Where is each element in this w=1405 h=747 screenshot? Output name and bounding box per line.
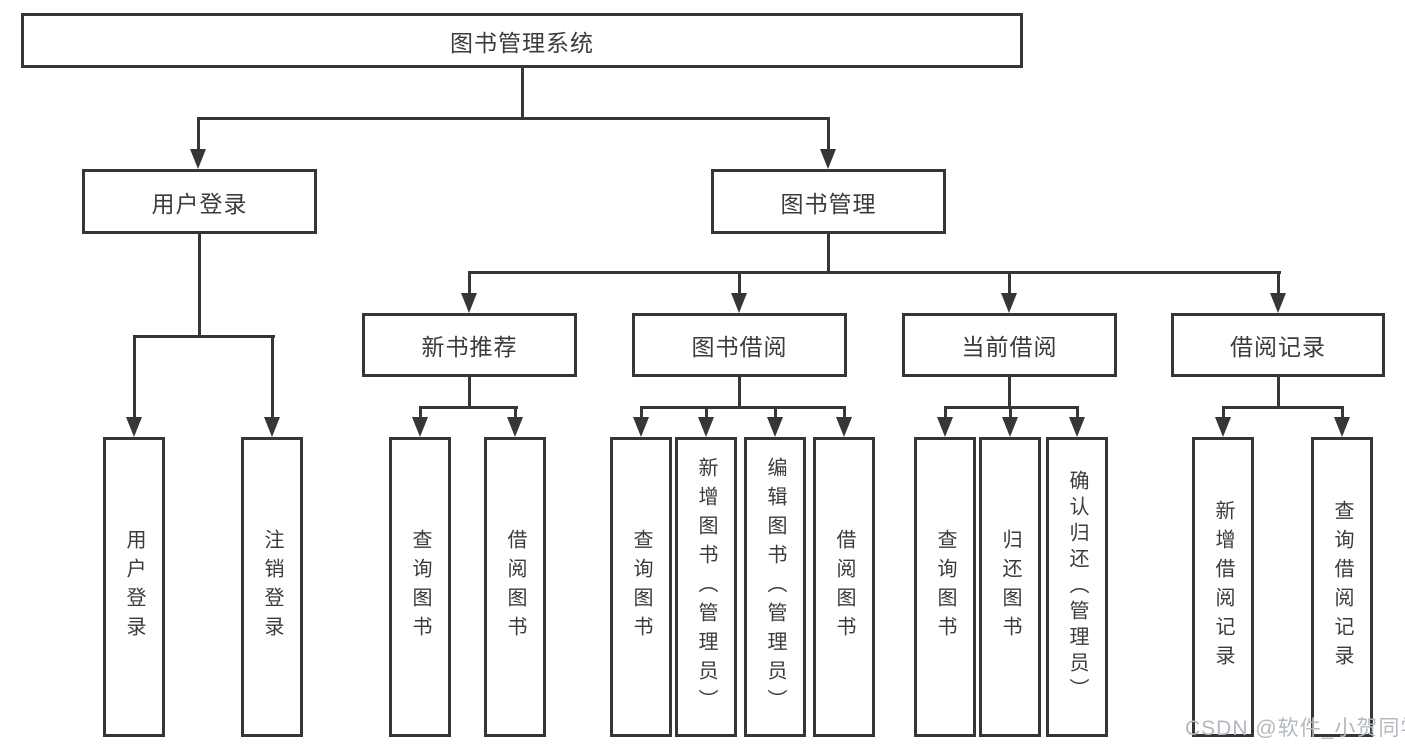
leaf-label: 查询借阅记录 bbox=[1331, 500, 1353, 674]
connector-line bbox=[196, 116, 830, 120]
arrow-down-icon bbox=[507, 417, 523, 437]
connector-line bbox=[826, 116, 830, 153]
connector-line bbox=[826, 232, 830, 274]
connector-line bbox=[1340, 405, 1344, 420]
connector-line bbox=[1276, 375, 1280, 409]
arrow-down-icon bbox=[836, 417, 852, 437]
connector-line bbox=[468, 270, 471, 297]
connector-line bbox=[842, 405, 846, 420]
leaf-current-query: 查询图书 bbox=[914, 437, 976, 737]
arrow-down-icon bbox=[1069, 417, 1085, 437]
leaf-current-confirm-return-admin: 确认归还（管理员） bbox=[1046, 437, 1108, 737]
connector-line bbox=[520, 66, 524, 120]
connector-line bbox=[704, 405, 708, 420]
node-library-management-system: 图书管理系统 bbox=[21, 13, 1023, 68]
arrow-down-icon bbox=[820, 149, 836, 169]
leaf-label: 归还图书 bbox=[999, 529, 1021, 645]
watermark-text: CSDN @软件_小贺同学 bbox=[1185, 717, 1405, 740]
node-label: 图书管理系统 bbox=[450, 29, 594, 56]
arrow-down-icon bbox=[1001, 293, 1017, 313]
leaf-borrow-add-admin: 新增图书（管理员） bbox=[675, 437, 737, 737]
node-label: 新书推荐 bbox=[421, 334, 518, 360]
connector-line bbox=[418, 405, 518, 409]
leaf-label: 新增图书（管理员） bbox=[695, 456, 717, 718]
leaf-new-books-query: 查询图书 bbox=[389, 437, 451, 737]
connector-line bbox=[513, 405, 517, 420]
connector-line bbox=[196, 116, 200, 153]
connector-line bbox=[132, 334, 136, 421]
connector-line bbox=[197, 232, 201, 338]
connector-line bbox=[270, 334, 274, 421]
connector-line bbox=[639, 405, 846, 409]
leaf-label: 借阅图书 bbox=[504, 529, 526, 645]
arrow-down-icon bbox=[1334, 417, 1350, 437]
leaf-label: 查询图书 bbox=[630, 529, 652, 645]
leaf-borrow-borrow: 借阅图书 bbox=[813, 437, 875, 737]
arrow-down-icon bbox=[1002, 417, 1018, 437]
leaf-records-add: 新增借阅记录 bbox=[1192, 437, 1254, 737]
arrow-down-icon bbox=[126, 417, 142, 437]
connector-line bbox=[773, 405, 777, 420]
arrow-down-icon bbox=[633, 417, 649, 437]
arrow-down-icon bbox=[264, 417, 280, 437]
node-label: 图书管理 bbox=[780, 190, 877, 217]
leaf-borrow-query: 查询图书 bbox=[610, 437, 672, 737]
arrow-down-icon bbox=[1215, 417, 1231, 437]
node-book-management: 图书管理 bbox=[711, 169, 946, 234]
arrow-down-icon bbox=[1270, 293, 1286, 313]
connector-line bbox=[468, 375, 471, 409]
node-label: 借阅记录 bbox=[1230, 334, 1326, 360]
leaf-current-return: 归还图书 bbox=[979, 437, 1041, 737]
connector-line bbox=[1008, 405, 1012, 420]
arrow-down-icon bbox=[767, 417, 783, 437]
node-borrow-records: 借阅记录 bbox=[1171, 313, 1385, 377]
arrow-down-icon bbox=[412, 417, 428, 437]
leaf-borrow-edit-admin: 编辑图书（管理员） bbox=[744, 437, 806, 737]
connector-line bbox=[738, 270, 741, 297]
connector-line bbox=[1276, 270, 1280, 297]
connector-line bbox=[1075, 405, 1079, 420]
arrow-down-icon bbox=[731, 293, 747, 313]
connector-line bbox=[1221, 405, 1344, 409]
leaf-label: 新增借阅记录 bbox=[1212, 500, 1234, 674]
arrow-down-icon bbox=[698, 417, 714, 437]
leaf-label: 用户登录 bbox=[123, 529, 145, 645]
node-user-login: 用户登录 bbox=[82, 169, 317, 234]
connector-line bbox=[132, 334, 275, 338]
node-book-borrow: 图书借阅 bbox=[632, 313, 847, 377]
leaf-logout: 注销登录 bbox=[241, 437, 303, 737]
arrow-down-icon bbox=[461, 293, 477, 313]
leaf-label: 查询图书 bbox=[409, 529, 431, 645]
connector-line bbox=[943, 405, 947, 420]
connector-line bbox=[1008, 375, 1011, 409]
leaf-records-query: 查询借阅记录 bbox=[1311, 437, 1373, 737]
connector-line bbox=[639, 405, 643, 420]
connector-line bbox=[1008, 270, 1011, 297]
node-label: 图书借阅 bbox=[691, 334, 788, 360]
connector-line bbox=[418, 405, 422, 420]
connector-line bbox=[738, 375, 741, 409]
node-label: 当前借阅 bbox=[961, 334, 1058, 360]
leaf-label: 借阅图书 bbox=[833, 529, 855, 645]
node-new-book-recommend: 新书推荐 bbox=[362, 313, 577, 377]
leaf-label: 确认归还（管理员） bbox=[1066, 470, 1088, 704]
leaf-label: 注销登录 bbox=[261, 529, 283, 645]
connector-line bbox=[467, 270, 1281, 274]
arrow-down-icon bbox=[190, 149, 206, 169]
connector-line bbox=[1221, 405, 1225, 420]
leaf-new-books-borrow: 借阅图书 bbox=[484, 437, 546, 737]
arrow-down-icon bbox=[937, 417, 953, 437]
node-label: 用户登录 bbox=[151, 190, 248, 217]
leaf-user-login: 用户登录 bbox=[103, 437, 165, 737]
node-current-borrow: 当前借阅 bbox=[902, 313, 1117, 377]
leaf-label: 编辑图书（管理员） bbox=[764, 456, 786, 718]
leaf-label: 查询图书 bbox=[934, 529, 956, 645]
